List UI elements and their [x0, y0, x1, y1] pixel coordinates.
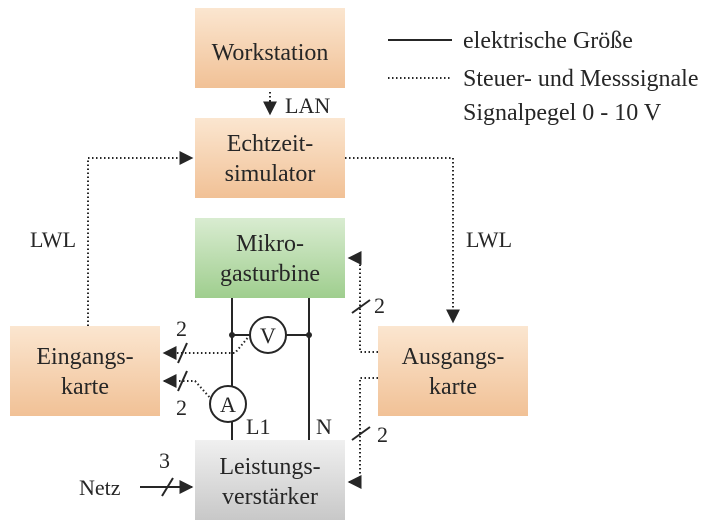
n-label: N	[316, 414, 332, 439]
leistungsverstaerker-block: Leistungs- verstärker	[195, 440, 345, 520]
echtzeitsimulator-label-line1: Echtzeit-	[227, 131, 314, 157]
voltmeter-symbol: V	[260, 323, 276, 348]
slash-eingang-bottom	[177, 370, 188, 392]
slash-eingang-top	[177, 342, 188, 364]
junction-l1	[229, 332, 235, 338]
legend-signal-level: Signalpegel 0 - 10 V	[463, 100, 662, 126]
count-eingang-top: 2	[176, 316, 187, 341]
lwl-left-label: LWL	[30, 227, 76, 252]
lwl-right-label: LWL	[466, 227, 512, 252]
ausgangskarte-label-line1: Ausgangs-	[402, 344, 505, 370]
count-ausgang-bottom: 2	[377, 422, 388, 447]
ausgangskarte-block: Ausgangs- karte	[378, 326, 528, 416]
echtzeitsimulator-label-line2: simulator	[225, 161, 316, 187]
mikrogasturbine-label-line2: gasturbine	[220, 261, 320, 287]
ausgangskarte-label-line2: karte	[429, 374, 477, 400]
count-netz: 3	[159, 448, 170, 473]
ausgang-to-amplifier-signal	[347, 377, 378, 489]
ammeter: A	[209, 385, 247, 423]
mikrogasturbine-block: Mikro- gasturbine	[195, 218, 345, 298]
count-eingang-bottom: 2	[176, 395, 187, 420]
ammeter-signal	[162, 374, 213, 401]
lwl-left-connection	[87, 151, 194, 326]
legend-dotted-label: Steuer- und Messsignale	[463, 66, 698, 92]
eingangskarte-label-line1: Eingangs-	[36, 344, 133, 370]
legend: elektrische Größe Steuer- und Messsignal…	[388, 28, 698, 126]
count-ausgang-top: 2	[374, 293, 385, 318]
legend-solid-label: elektrische Größe	[463, 28, 633, 54]
eingangskarte-block: Eingangs- karte	[10, 326, 160, 416]
lan-label: LAN	[285, 93, 330, 118]
l1-label: L1	[246, 414, 270, 439]
slash-ausgang-top	[351, 299, 371, 314]
ammeter-symbol: A	[220, 392, 236, 417]
workstation-label: Workstation	[212, 40, 329, 66]
echtzeitsimulator-block: Echtzeit- simulator	[195, 118, 345, 198]
voltmeter: V	[249, 316, 287, 354]
workstation-block: Workstation	[195, 8, 345, 88]
leistungsverstaerker-label-line2: verstärker	[222, 484, 318, 510]
netz-label: Netz	[79, 475, 121, 500]
leistungsverstaerker-label-line1: Leistungs-	[219, 454, 320, 480]
eingangskarte-label-line2: karte	[61, 374, 109, 400]
lwl-right-connection	[345, 157, 460, 324]
slash-ausgang-bottom	[351, 426, 371, 441]
ausgang-to-turbine-signal	[347, 251, 378, 353]
slash-netz	[161, 477, 174, 497]
junction-n	[306, 332, 312, 338]
mikrogasturbine-label-line1: Mikro-	[236, 231, 304, 257]
